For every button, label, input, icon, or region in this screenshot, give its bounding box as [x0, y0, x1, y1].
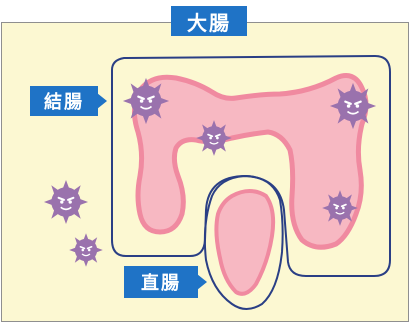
page-title: 大腸 — [171, 6, 247, 36]
rectum-label-pointer — [197, 274, 207, 290]
colon-label-pointer — [97, 93, 107, 109]
colon-label: 結腸 — [30, 86, 98, 116]
rectum-label: 直腸 — [124, 266, 198, 298]
